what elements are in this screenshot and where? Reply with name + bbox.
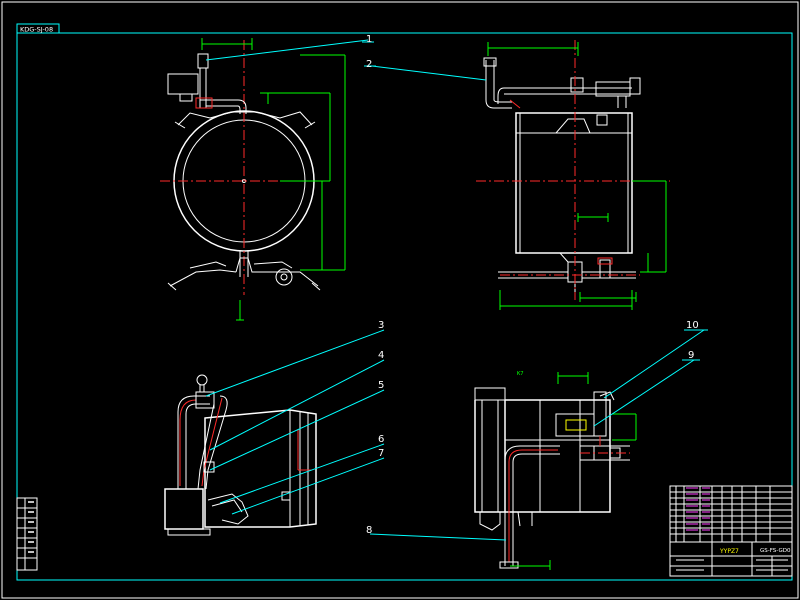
side-view (476, 40, 670, 310)
front-view (160, 38, 346, 321)
top-valve (197, 53, 209, 69)
title-block-code: GS-FS-GD0 (760, 548, 791, 554)
tank-side-body (515, 112, 633, 254)
dim-side-outlet-spacing (577, 213, 609, 222)
section-label: K7 (517, 371, 524, 377)
top-pipe-fitting (195, 97, 213, 109)
callout-1: 1 (366, 34, 372, 45)
callout-8: 8 (366, 525, 372, 536)
side-top-valve (570, 77, 584, 93)
dim-iso-right-top (557, 372, 589, 384)
side-left-riser (485, 60, 512, 109)
dim-iso-right-bottom (510, 560, 551, 570)
drawing-frame (16, 32, 793, 581)
drawing-code: KDG-SJ-08 (20, 26, 53, 34)
iso-left-tank-body (204, 409, 317, 528)
iso-left-bent-pipe (197, 395, 228, 490)
dim-iso-right-height (612, 413, 637, 441)
iso-right-top-valve-box (555, 413, 595, 437)
base-arms (189, 261, 293, 269)
callout-10: 10 (686, 320, 699, 331)
iso-right-tank-front (474, 400, 506, 513)
iso-left-hose (207, 493, 249, 525)
top-bent-pipe (200, 99, 247, 114)
top-sensor (596, 114, 608, 126)
dim-front-upper-height (260, 92, 331, 182)
dim-front-top-width (201, 38, 253, 50)
callout-4: 4 (378, 350, 384, 361)
callout-2: 2 (366, 59, 372, 70)
callout-7: 7 (378, 448, 384, 459)
callout-9: 9 (688, 350, 694, 361)
tank-side-lugs (174, 121, 316, 129)
iso-right-vertical-fitting (593, 391, 607, 437)
iso-left-riser-outer (177, 395, 210, 489)
tank-top-flange (177, 111, 313, 126)
dim-side-height (632, 180, 667, 273)
dim-side-overall-width (499, 290, 633, 310)
iso-right-bottom-outlet (479, 512, 501, 531)
side-bottom-pipe (498, 271, 568, 279)
control-box (167, 73, 199, 95)
callout-leaders (205, 39, 708, 541)
bottom-drain-pipe (239, 250, 249, 277)
top-vertical-pipe (199, 68, 207, 108)
callout-3: 3 (378, 320, 384, 331)
base-wheel (275, 268, 293, 286)
drawing-code-box (16, 23, 60, 34)
base-support-frame (169, 257, 319, 287)
iso-left-pump (164, 488, 204, 530)
dim-side-top-width (487, 42, 579, 56)
callout-6: 6 (378, 434, 384, 445)
iso-left-top-valve (195, 391, 215, 409)
iso-right-down-pipe-center (508, 449, 558, 562)
revision-block (16, 497, 38, 571)
callout-5: 5 (378, 380, 384, 391)
title-block-name: YYPZ7 (719, 548, 739, 555)
base-feet (167, 282, 321, 291)
side-bottom-outlet (516, 252, 632, 263)
iso-left-view (164, 374, 317, 536)
callout-numbers: 1 2 3 4 5 6 7 8 9 10 (366, 34, 699, 536)
iso-right-view: K7 (474, 371, 637, 570)
control-box-mount (179, 93, 193, 102)
iso-left-riser-center (179, 399, 197, 486)
iso-left-valve-handle (196, 374, 208, 386)
side-top-pipe (504, 87, 632, 95)
iso-right-top-lid (474, 387, 506, 401)
base-wheel-hub (280, 273, 288, 281)
title-block: YYPZ7 GS-FS-GD0 (669, 485, 793, 577)
top-hatch (555, 118, 591, 134)
iso-right-down-pipe (504, 445, 560, 566)
